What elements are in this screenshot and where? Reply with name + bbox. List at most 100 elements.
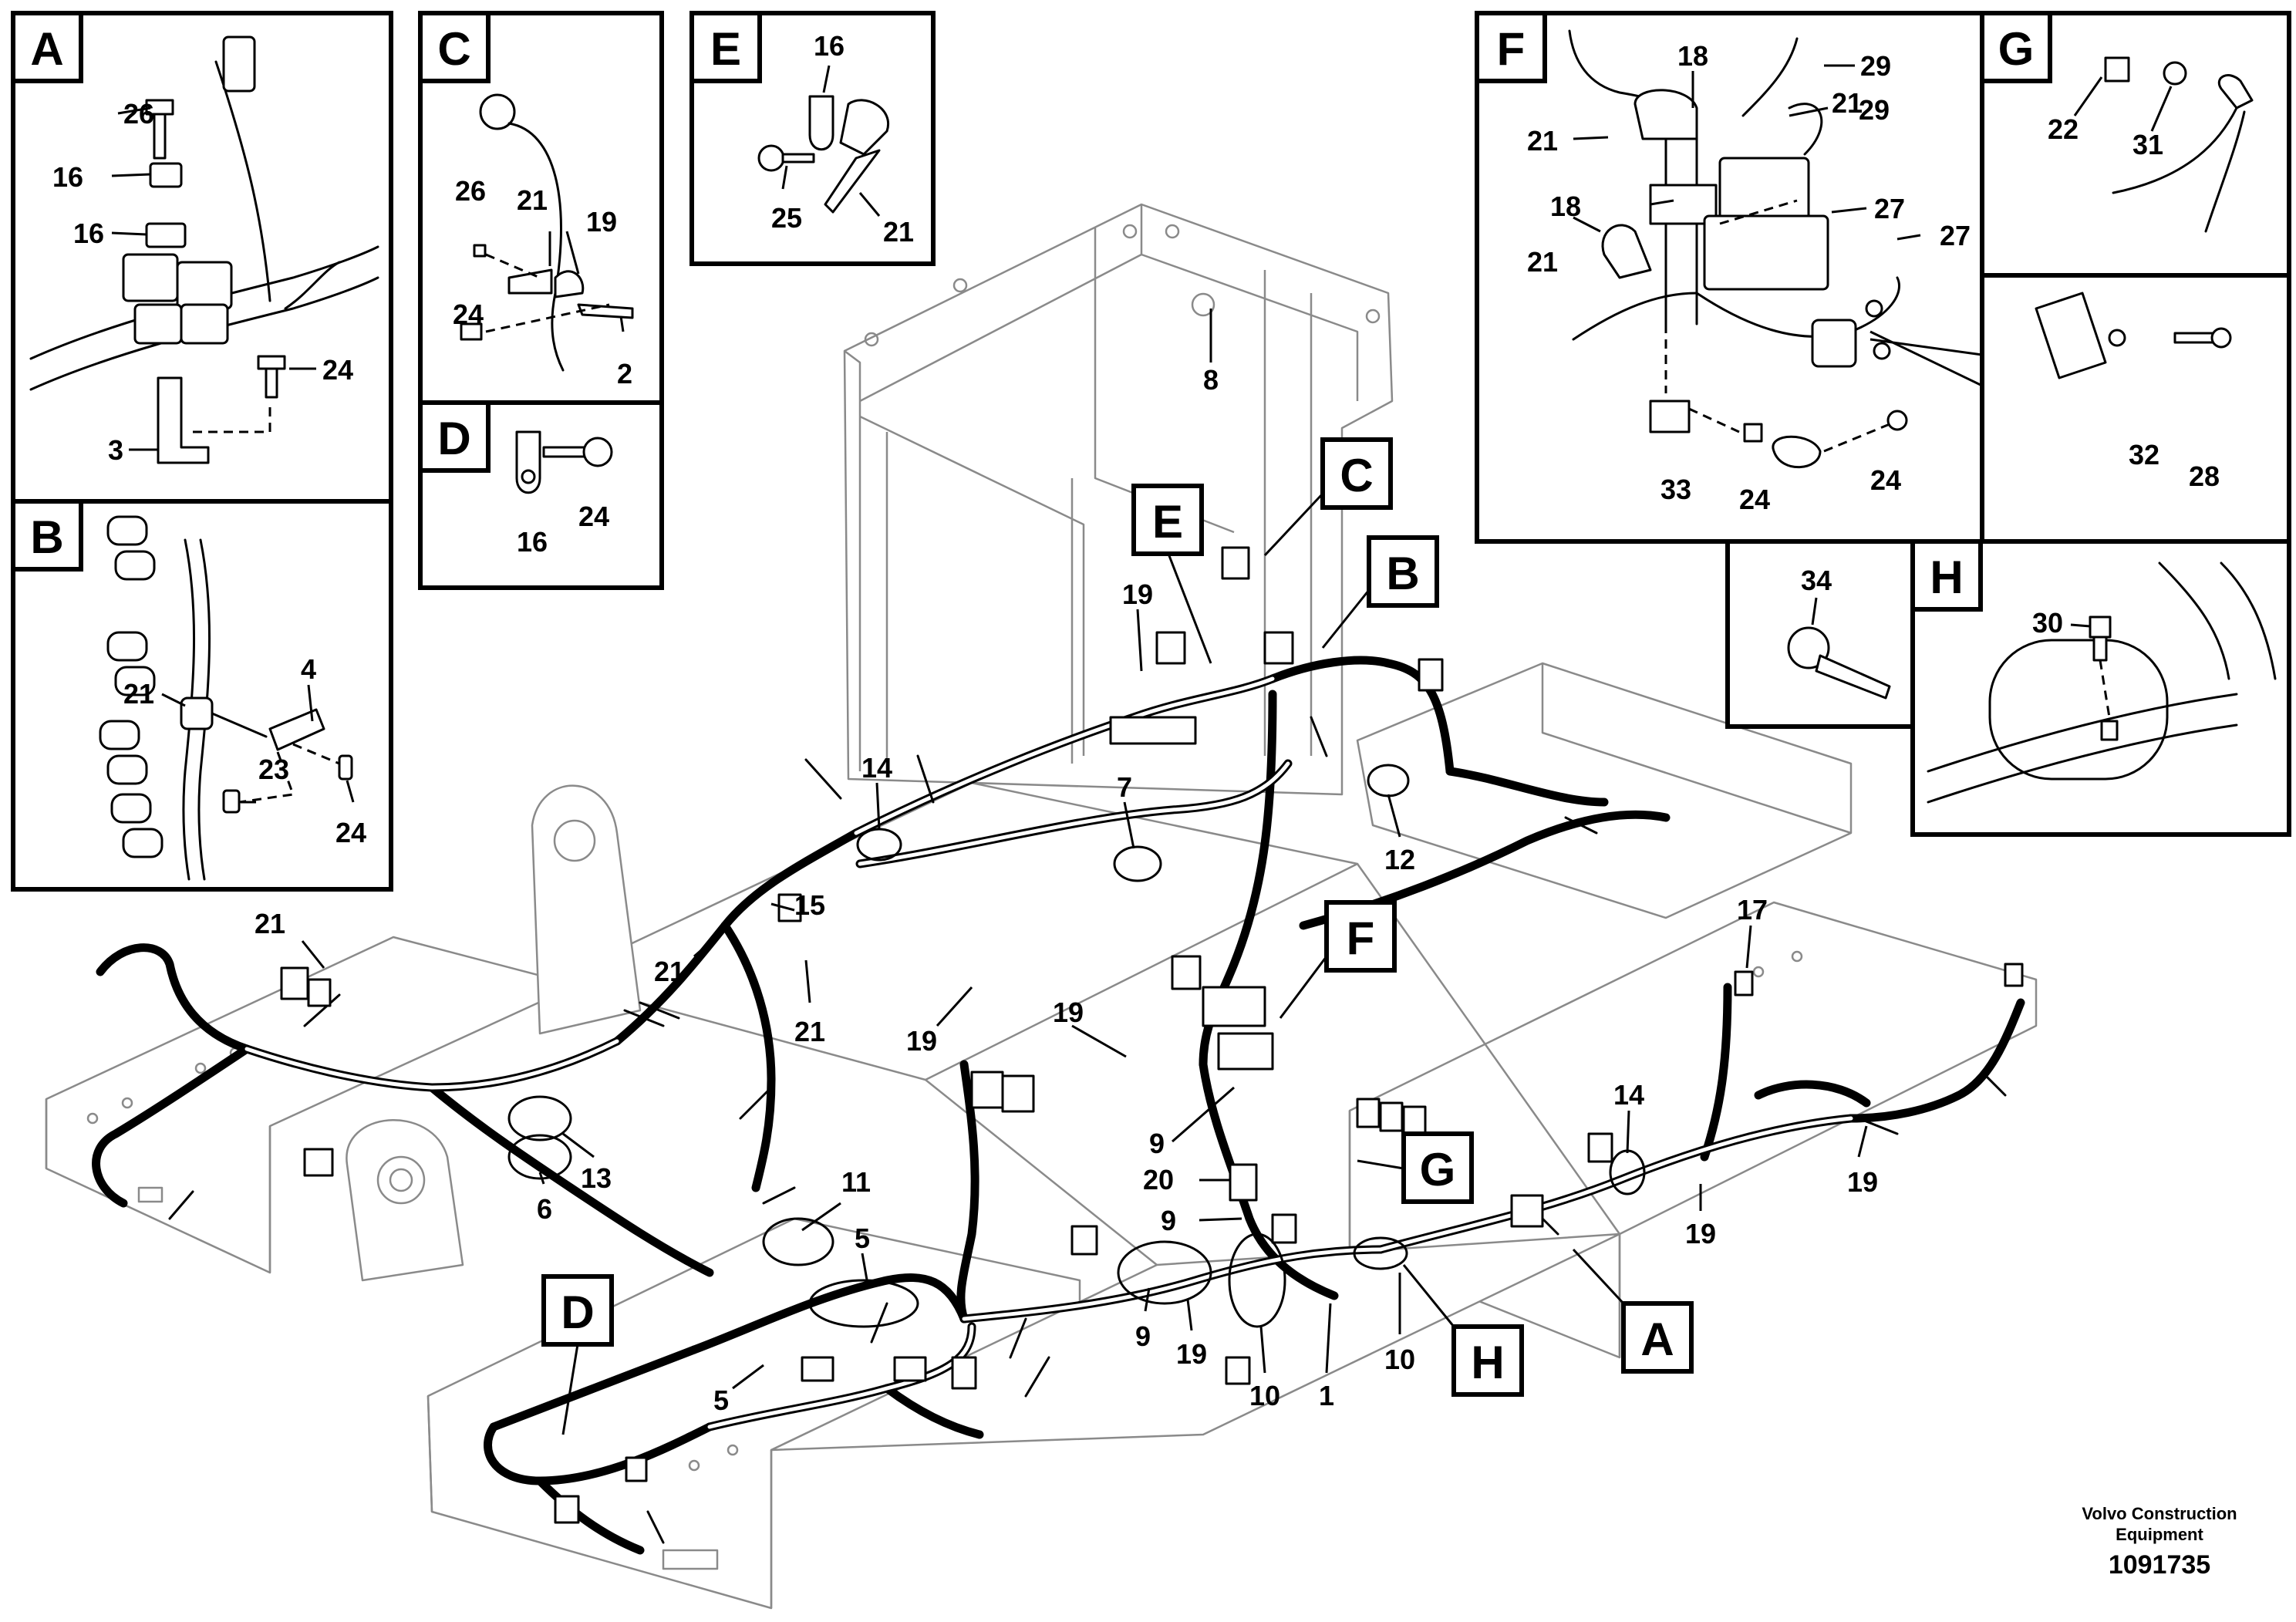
base-frame-structure bbox=[45, 662, 2038, 1610]
detail-panel-d-letter: D bbox=[437, 413, 470, 464]
callout-f-27b: 27 bbox=[1940, 220, 1971, 251]
callout-a-26: 26 bbox=[123, 98, 154, 130]
callout-21-left: 21 bbox=[654, 956, 685, 987]
view-tag-a: A bbox=[1640, 1313, 1674, 1365]
cable-ties bbox=[168, 716, 2007, 1544]
publisher-block: Volvo Construction Equipment 1091735 bbox=[2082, 1504, 2237, 1580]
detail-panel-b: B 4 21 23 24 bbox=[11, 499, 393, 892]
callout-d-24: 24 bbox=[578, 501, 609, 532]
callout-9-bottom: 9 bbox=[1135, 1320, 1151, 1352]
callout-21-far-left: 21 bbox=[255, 908, 285, 939]
callout-e-25: 25 bbox=[771, 202, 802, 234]
callout-17: 17 bbox=[1737, 894, 1768, 926]
callout-12: 12 bbox=[1384, 844, 1415, 875]
view-tag-b: B bbox=[1386, 548, 1419, 599]
detail-panel-d: D 24 16 bbox=[418, 400, 664, 590]
callout-10-left: 10 bbox=[1249, 1380, 1280, 1411]
callout-c-26: 26 bbox=[455, 175, 486, 207]
callout-h-30: 30 bbox=[2032, 607, 2063, 639]
upper-frame-structure bbox=[843, 203, 1394, 796]
callout-19-mid: 19 bbox=[906, 1025, 937, 1057]
callout-13: 13 bbox=[581, 1162, 612, 1194]
callout-g-31: 31 bbox=[2132, 129, 2163, 160]
callout-e-16: 16 bbox=[814, 30, 845, 62]
callout-g-32: 32 bbox=[2129, 439, 2159, 470]
callout-15: 15 bbox=[794, 889, 825, 921]
callout-10-right: 10 bbox=[1384, 1344, 1415, 1375]
callout-f-24: 24 bbox=[1739, 484, 1770, 515]
view-tag-c: C bbox=[1340, 450, 1373, 501]
callout-e-21: 21 bbox=[883, 216, 914, 248]
callout-c-21: 21 bbox=[517, 184, 548, 216]
view-tag-h: H bbox=[1471, 1337, 1504, 1388]
callout-f-21: 21 bbox=[1527, 125, 1558, 157]
callout-c-24: 24 bbox=[453, 298, 484, 330]
callout-b-23: 23 bbox=[258, 754, 289, 785]
callout-f-33: 33 bbox=[1660, 474, 1691, 505]
callout-1: 1 bbox=[1319, 1380, 1334, 1411]
callout-9-mid: 9 bbox=[1161, 1205, 1176, 1236]
view-tag-e: E bbox=[1152, 496, 1183, 548]
detail-panel-h-letter: H bbox=[1930, 551, 1963, 603]
callout-f-29b: 29 bbox=[1859, 94, 1890, 126]
callout-5-bottom: 5 bbox=[713, 1384, 729, 1416]
callout-5-top: 5 bbox=[855, 1222, 870, 1254]
detail-panel-g-letter: G bbox=[1998, 23, 2035, 75]
detail-panel-clip: 34 bbox=[1725, 539, 1915, 729]
callout-b-4: 4 bbox=[301, 653, 316, 685]
callout-14-right: 14 bbox=[1613, 1079, 1644, 1111]
callout-19-top: 19 bbox=[1122, 578, 1153, 610]
callout-9-top: 9 bbox=[1149, 1128, 1165, 1159]
callout-f-18b: 18 bbox=[1550, 191, 1581, 222]
detail-panel-a-letter: A bbox=[30, 23, 63, 75]
detail-panel-a: A 26 16 16 24 3 bbox=[11, 11, 393, 504]
detail-panel-h: H 30 bbox=[1910, 539, 2291, 837]
callout-19-f: 19 bbox=[1053, 996, 1084, 1028]
callout-f-21b: 21 bbox=[1832, 87, 1863, 119]
connectors bbox=[280, 546, 2024, 1524]
view-tag-f: F bbox=[1347, 912, 1375, 964]
callout-a-24: 24 bbox=[322, 354, 353, 386]
callout-c-2: 2 bbox=[617, 358, 632, 389]
callout-f-24b: 24 bbox=[1870, 464, 1901, 496]
callout-b-24: 24 bbox=[335, 817, 366, 848]
callout-a-16: 16 bbox=[52, 161, 83, 193]
callout-20: 20 bbox=[1143, 1164, 1174, 1195]
callout-19-right-b: 19 bbox=[1685, 1218, 1716, 1249]
callout-6: 6 bbox=[537, 1193, 552, 1225]
callout-f-18: 18 bbox=[1677, 40, 1708, 72]
callout-d-16: 16 bbox=[517, 526, 548, 558]
view-tags: C E B F G H A D bbox=[541, 437, 1694, 1435]
callout-19-bottom: 19 bbox=[1176, 1338, 1207, 1370]
wiring-harness bbox=[92, 546, 2025, 1555]
callout-f-21c: 21 bbox=[1527, 246, 1558, 278]
detail-panel-c: C 26 21 19 24 2 bbox=[418, 11, 664, 405]
detail-panel-b-letter: B bbox=[30, 511, 63, 563]
callout-14-left: 14 bbox=[861, 752, 892, 784]
callout-8: 8 bbox=[1203, 364, 1219, 396]
view-tag-d: D bbox=[561, 1286, 594, 1338]
detail-panel-f-letter: F bbox=[1497, 23, 1526, 75]
detail-panel-g: G 22 31 32 28 bbox=[1870, 11, 2291, 544]
publisher-name: Volvo Construction bbox=[2082, 1504, 2237, 1523]
callout-a-3: 3 bbox=[108, 434, 123, 466]
detail-panel-c-letter: C bbox=[437, 23, 470, 75]
main-callouts: 8 19 14 7 12 15 21 21 21 19 19 17 9 20 9… bbox=[255, 309, 1878, 1416]
callout-g-22: 22 bbox=[2048, 113, 2079, 145]
detail-panel-e: E 16 25 21 bbox=[689, 11, 936, 266]
callout-a-16b: 16 bbox=[73, 218, 104, 249]
callout-21-mid: 21 bbox=[794, 1016, 825, 1047]
drawing-number: 1091735 bbox=[2109, 1550, 2210, 1580]
callout-f-29: 29 bbox=[1860, 50, 1891, 82]
callout-11: 11 bbox=[841, 1166, 871, 1198]
callout-c-19: 19 bbox=[586, 206, 617, 238]
callout-7: 7 bbox=[1117, 771, 1132, 803]
callout-clip-34: 34 bbox=[1801, 565, 1832, 596]
callout-g-28: 28 bbox=[2189, 460, 2220, 492]
detail-panel-e-letter: E bbox=[710, 23, 741, 75]
detail-panel-f: F 18 29 21 21 29 18 bbox=[1475, 11, 1984, 544]
callout-19-right: 19 bbox=[1847, 1166, 1878, 1198]
view-tag-g: G bbox=[1420, 1144, 1456, 1195]
